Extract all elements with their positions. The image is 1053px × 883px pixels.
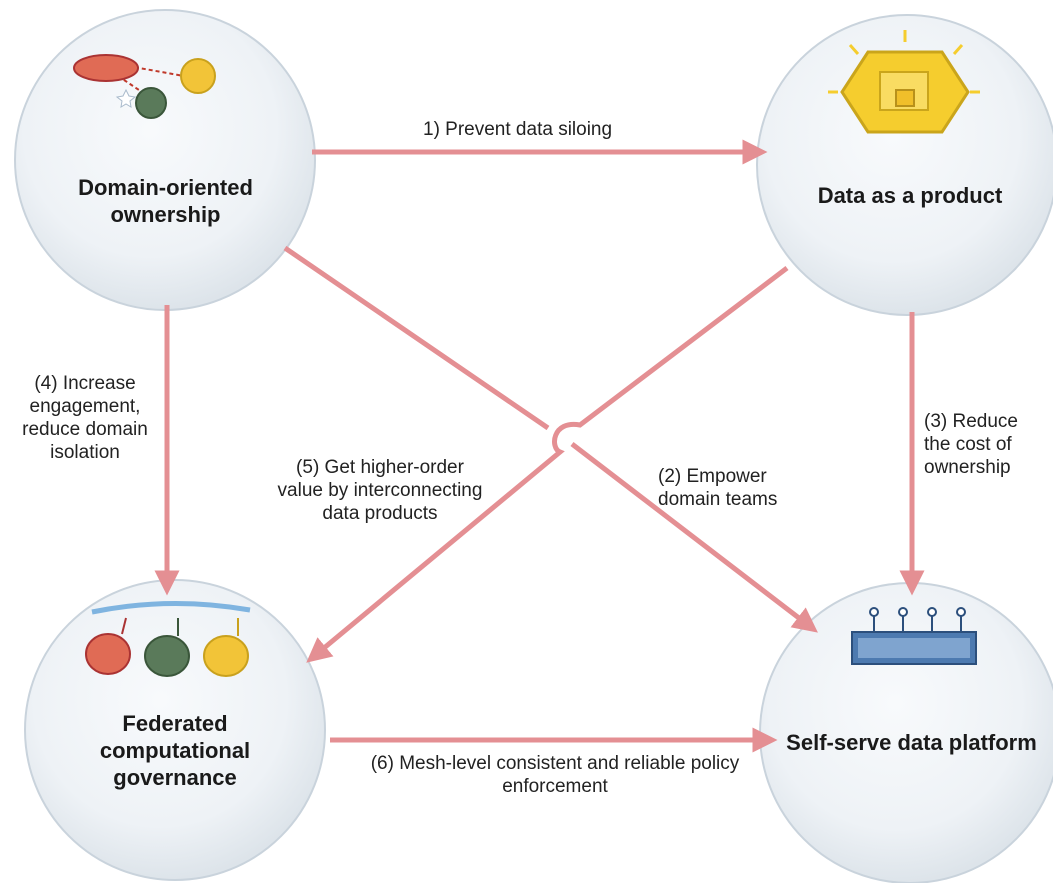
edge-label-4: (4) Increase engagement, reduce domain i… (22, 373, 148, 463)
arrow-5 (306, 266, 789, 663)
node-label-governance: Federated computational governance (99, 711, 251, 790)
arrow-2 (283, 245, 812, 628)
edge-label-3: (3) Reduce the cost of ownership (924, 411, 1018, 478)
team-nodes-icon (73, 54, 216, 119)
node-label-domain-ownership: Domain-oriented ownership (78, 175, 253, 227)
product-box-icon (828, 30, 980, 134)
edge-label-1: 1) Prevent data siloing (423, 119, 613, 140)
edge-label-5: (5) Get higher-order value by interconne… (277, 457, 483, 524)
node-label-platform: Self-serve data platform (786, 730, 1037, 755)
platform-server-icon (851, 607, 977, 665)
node-circle-domain-ownership (14, 9, 316, 311)
edge-label-2: (2) Empower domain teams (658, 466, 778, 510)
edge-label-6: (6) Mesh-level consistent and reliable p… (370, 753, 740, 797)
node-label-data-product: Data as a product (817, 183, 1003, 208)
node-circle-data-product (756, 14, 1053, 316)
governance-badges-icon (85, 600, 251, 677)
